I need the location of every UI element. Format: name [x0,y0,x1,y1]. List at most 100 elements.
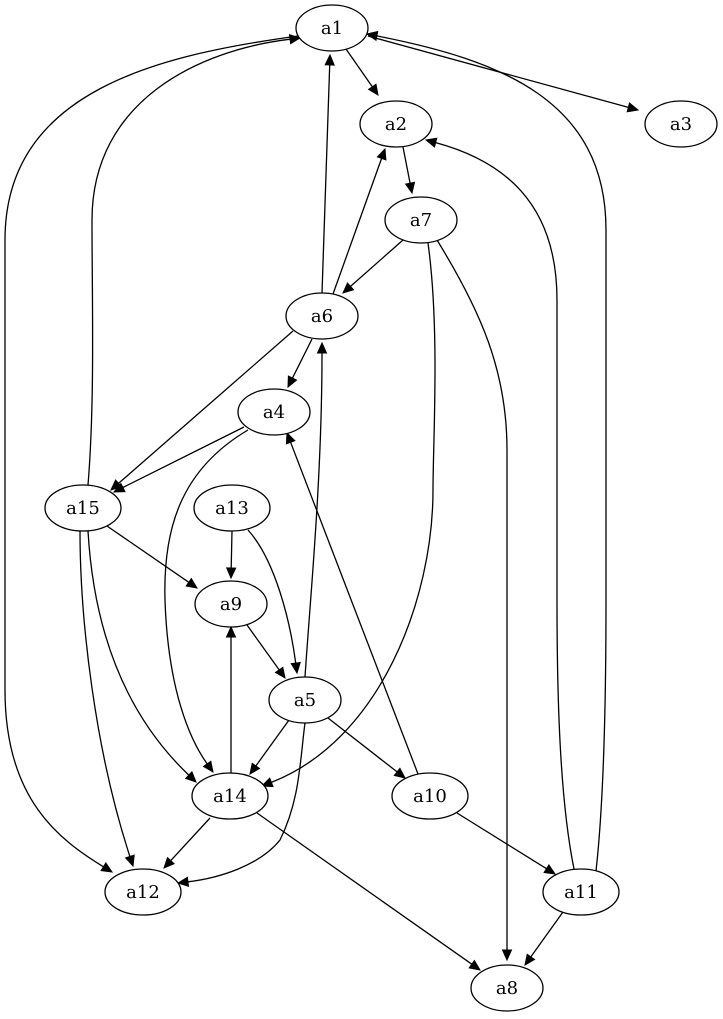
edge-a7-to-a6 [342,239,404,294]
arrowhead [524,953,536,966]
edge-a10-to-a11 [456,812,557,875]
edge-a7-to-a8 [436,239,513,962]
node-a10: a10 [391,772,469,820]
edge-line [436,239,508,950]
node-label: a14 [213,786,247,807]
edge-a13-to-a5 [247,529,301,675]
node-label: a1 [321,18,343,39]
node-ellipse [44,484,122,532]
edge-line [247,529,297,664]
arrowhead [176,876,190,888]
edge-a11-to-a1 [365,30,607,872]
edge-line [106,525,190,583]
node-label: a5 [294,690,316,711]
edge-line [327,717,398,773]
node-ellipse [391,772,469,820]
edge-a4-to-a15 [112,426,245,493]
arrowhead [225,567,237,580]
node-a13: a13 [193,484,271,532]
arrowhead [424,137,438,148]
arrowhead [404,181,416,195]
edge-line [376,35,607,872]
node-ellipse [193,484,271,532]
edge-a13-to-a9 [225,530,237,580]
edge-line [164,429,249,765]
edge-a2-to-a7 [402,146,416,195]
node-ellipse [285,292,359,340]
node-ellipse [104,868,182,916]
edge-line [402,146,411,184]
edge-a9-to-a5 [246,624,286,679]
arrowhead [185,577,199,589]
node-a12: a12 [104,868,182,916]
arrowhead [260,777,274,788]
edge-a6-to-a2 [332,147,387,295]
node-label: a15 [66,498,100,519]
arrowhead [202,760,214,773]
arrowhead [316,341,328,354]
edge-line [87,38,291,486]
arrowhead [342,282,355,294]
arrowhead [393,767,406,779]
node-a15: a15 [44,484,122,532]
edge-a10-to-a4 [285,431,419,775]
node-ellipse [470,964,544,1012]
edge-a11-to-a8 [524,911,564,966]
arrowhead [501,949,513,962]
node-ellipse [542,868,620,916]
node-label: a6 [311,306,333,327]
edge-line [271,242,436,784]
edge-a14-to-a8 [256,812,482,971]
edge-line [246,624,280,671]
edge-line [79,530,131,857]
edge-line [289,442,419,775]
node-a11: a11 [542,868,620,916]
node-a8: a8 [470,964,544,1012]
edge-line [256,812,473,965]
arrowhead [249,762,261,775]
edge-line [230,530,233,569]
edge-a4-to-a14 [164,429,249,773]
edge-line [187,722,306,883]
node-a7: a7 [384,196,458,244]
arrowhead [274,666,286,679]
edge-a1-to-a12 [4,35,299,873]
node-a5: a5 [268,676,342,724]
node-ellipse [191,772,269,820]
node-ellipse [268,676,342,724]
edge-line [435,141,575,870]
node-ellipse [295,4,369,52]
edges-layer [4,30,640,971]
edge-line [118,330,294,484]
edge-line [122,426,245,489]
edge-line [304,352,323,678]
edge-line [345,48,373,88]
edge-a15-to-a1 [87,33,302,486]
edge-a5-to-a12 [176,722,306,888]
node-a9: a9 [194,580,268,628]
edge-line [456,812,547,870]
node-a1: a1 [295,4,369,52]
node-label: a11 [564,882,598,903]
node-label: a3 [670,114,692,135]
arrowhead [288,33,302,45]
arrowhead [112,482,126,493]
arrowhead [124,854,135,868]
node-label: a7 [410,210,432,231]
arrowhead [468,959,482,971]
node-a14: a14 [191,772,269,820]
edge-a5-to-a6 [304,341,328,678]
arrowhead [626,102,640,113]
node-a4: a4 [237,388,311,436]
arrowhead [367,83,379,96]
node-ellipse [644,100,718,148]
node-label: a12 [126,882,160,903]
edge-a6-to-a1 [321,53,335,294]
arrowhead [365,30,379,42]
node-label: a13 [215,498,249,519]
edge-line [291,338,313,379]
node-ellipse [194,580,268,628]
edge-line [170,817,211,862]
edge-line [87,530,190,776]
edge-a5-to-a10 [327,717,406,779]
